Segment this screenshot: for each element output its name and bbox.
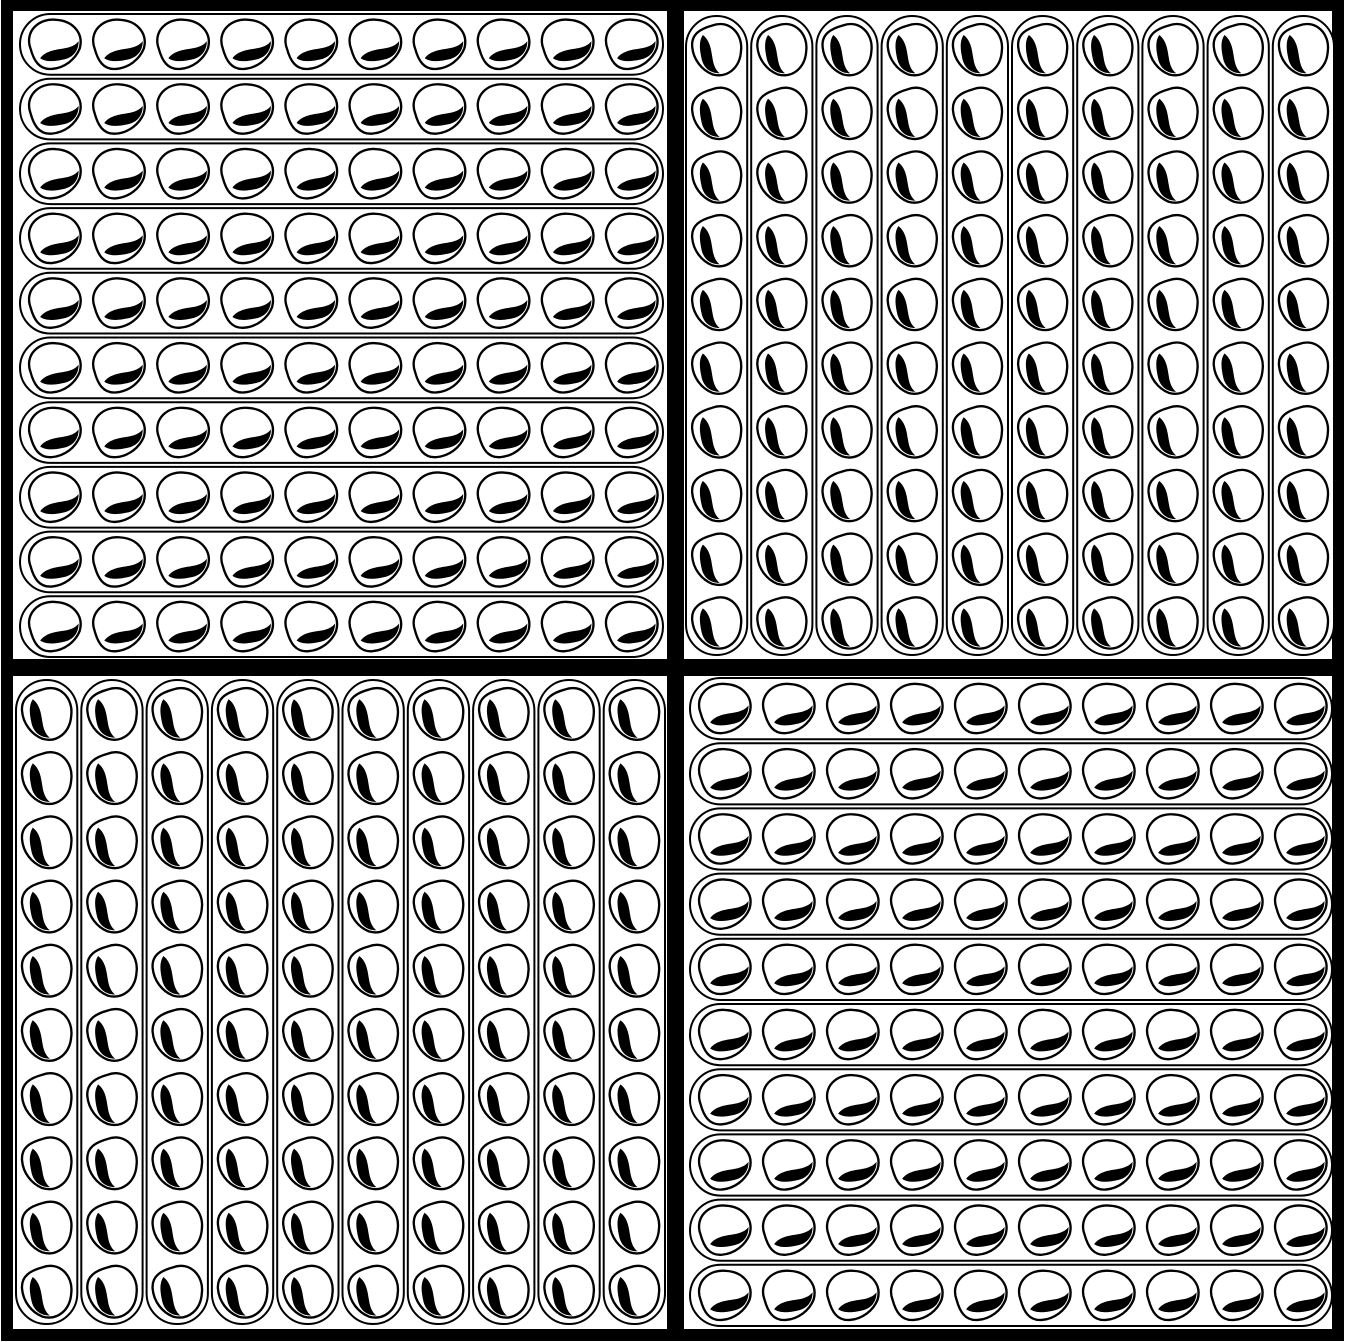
quadrant-bottom-left <box>16 680 665 1324</box>
quadrant-top-right <box>686 16 1334 655</box>
quadrant-bottom-right <box>690 678 1332 1326</box>
quadrant-top-left <box>20 14 663 657</box>
horizontal-divider <box>7 659 1338 676</box>
